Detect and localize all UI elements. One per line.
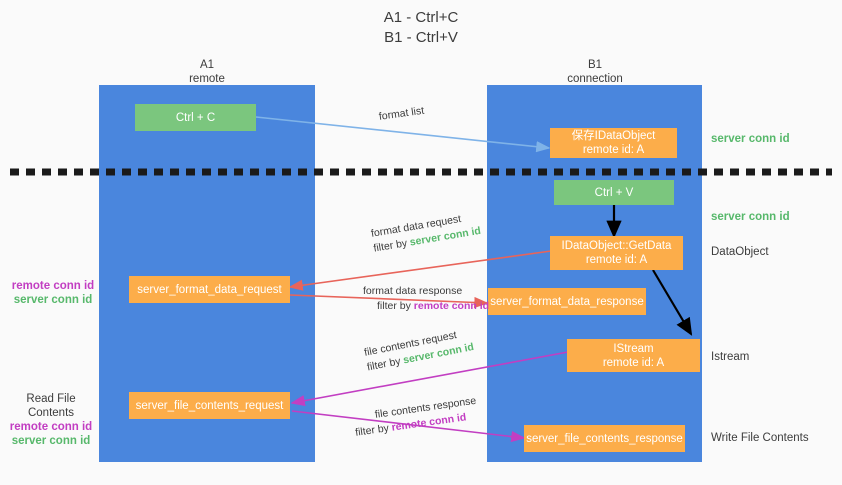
lane-a1-name: A1 <box>199 59 215 71</box>
right-label-server-conn-id-top: server conn id <box>711 133 790 145</box>
box-save-idataobject[interactable]: 保存IDataObject remote id: A <box>550 128 677 158</box>
box-ctrl-v-label: Ctrl + V <box>594 186 634 199</box>
right-label-write-file-contents: Write File Contents <box>711 432 809 444</box>
title-line-2: B1 - Ctrl+V <box>384 29 458 46</box>
lane-b1-name: B1 <box>587 59 603 71</box>
box-server-format-data-response-label: server_format_data_response <box>490 295 644 308</box>
right-label-server-conn-id-mid: server conn id <box>711 211 790 223</box>
box-istream[interactable]: IStream remote id: A <box>567 339 700 372</box>
box-server-format-data-response[interactable]: server_format_data_response <box>488 288 646 315</box>
box-istream-line2: remote id: A <box>602 356 665 369</box>
lane-a1-header: A1 remote <box>137 58 277 86</box>
box-istream-line1: IStream <box>613 342 654 355</box>
lane-b1-sub: connection <box>567 73 623 85</box>
lane-b1-header: B1 connection <box>525 58 665 86</box>
box-ctrl-c-label: Ctrl + C <box>175 111 216 124</box>
box-server-file-contents-response-label: server_file_contents_response <box>526 432 683 445</box>
box-server-format-data-request[interactable]: server_format_data_request <box>129 276 290 303</box>
page-title: A1 - Ctrl+C B1 - Ctrl+V <box>0 8 842 48</box>
left-label-format-server-conn-id: server conn id <box>13 294 93 306</box>
edge-label-format-data-response-line2: filter by remote conn id <box>377 300 490 312</box>
arrow-file-contents-response <box>291 410 526 443</box>
left-label-file-remote-conn-id: remote conn id <box>9 421 93 433</box>
box-server-file-contents-request[interactable]: server_file_contents_request <box>129 392 290 419</box>
arrow-format-list <box>255 116 551 153</box>
left-label-read-file-contents-group: Read File Contents remote conn id server… <box>5 392 97 448</box>
box-server-format-data-request-label: server_format_data_request <box>137 283 282 296</box>
box-server-file-contents-response[interactable]: server_file_contents_response <box>524 425 685 452</box>
right-label-dataobject: DataObject <box>711 246 769 258</box>
left-label-format-conn-ids: remote conn id server conn id <box>9 279 97 307</box>
right-label-istream: Istream <box>711 351 750 363</box>
lane-a1-sub: remote <box>189 73 225 85</box>
box-idataobject-getdata[interactable]: IDataObject::GetData remote id: A <box>550 236 683 270</box>
arrow-format-data-request <box>288 250 552 291</box>
conn-id-remote: remote conn id <box>413 300 490 312</box>
left-label-file-server-conn-id: server conn id <box>11 435 91 447</box>
arrow-format-data-response <box>289 294 489 309</box>
box-ctrl-c[interactable]: Ctrl + C <box>135 104 256 131</box>
box-getdata-line1: IDataObject::GetData <box>561 240 672 252</box>
title-line-1: A1 - Ctrl+C <box>383 9 459 26</box>
box-getdata-line2: remote id: A <box>585 254 648 266</box>
left-label-read-file-contents: Read File Contents <box>26 393 76 419</box>
arrow-file-contents-request <box>290 351 569 407</box>
arrow-getdata-to-istream <box>652 269 693 336</box>
edge-label-format-data-response: format data response filter by remote co… <box>363 284 489 314</box>
edge-label-format-data-response-line1: format data response <box>363 285 463 297</box>
box-save-idataobject-line2: remote id: A <box>582 144 645 156</box>
left-label-format-remote-conn-id: remote conn id <box>11 280 95 292</box>
box-server-file-contents-request-label: server_file_contents_request <box>135 399 284 412</box>
box-ctrl-v[interactable]: Ctrl + V <box>554 180 674 205</box>
box-save-idataobject-line1: 保存IDataObject <box>571 130 656 142</box>
